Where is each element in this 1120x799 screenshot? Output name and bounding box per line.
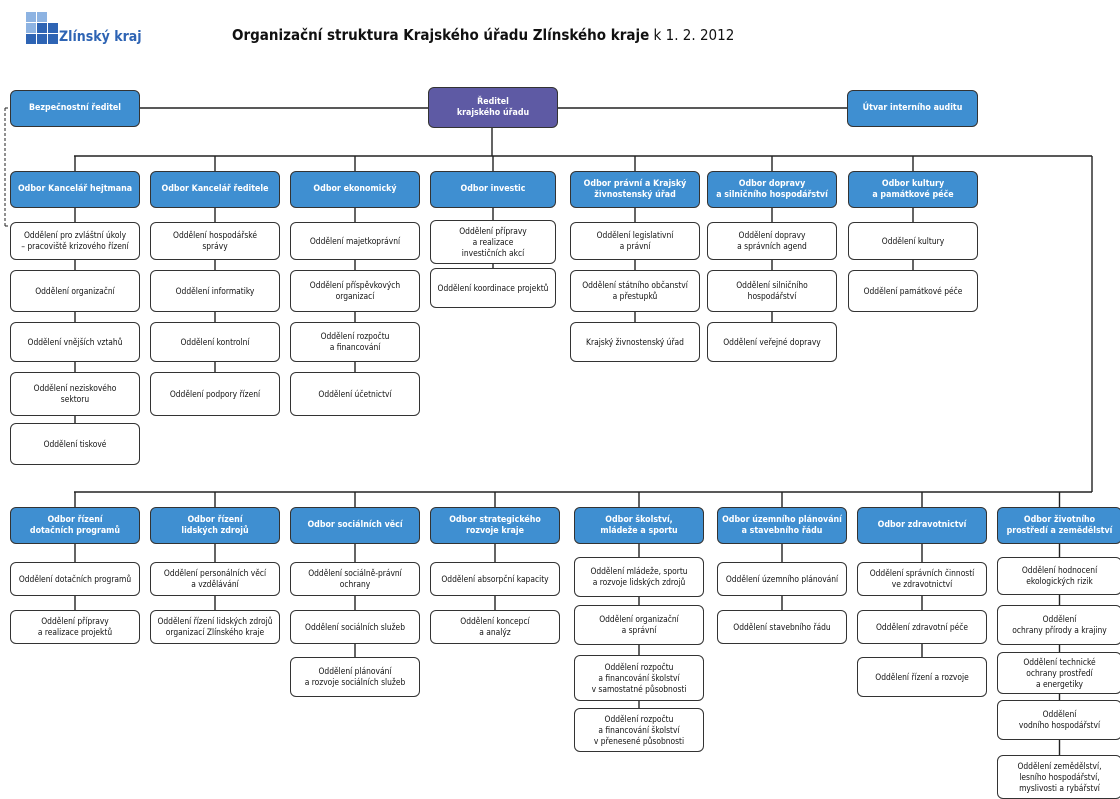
section-box: Oddělení rozpočtu a financování školství… (574, 708, 704, 752)
section-box: Oddělení územního plánování (717, 562, 847, 596)
section-box: Oddělení kultury (848, 222, 978, 260)
section-box: Oddělení legislativní a právní (570, 222, 700, 260)
section-box: Oddělení sociálních služeb (290, 610, 420, 644)
zlinsky-kraj-logo: Zlínský kraj (26, 12, 176, 48)
section-box: Oddělení koordinace projektů (430, 268, 556, 308)
section-box: Oddělení neziskového sektoru (10, 372, 140, 416)
logo-square-icon (26, 34, 36, 44)
logo-square-icon (37, 12, 47, 22)
section-box: Oddělení státního občanství a přestupků (570, 270, 700, 312)
department-header: Odbor sociálních věcí (290, 507, 420, 544)
section-box: Oddělení řízení a rozvoje (857, 657, 987, 697)
department-header: Odbor Kancelář ředitele (150, 171, 280, 208)
section-box: Oddělení stavebního řádu (717, 610, 847, 644)
logo-square-icon (26, 12, 36, 22)
section-box: Oddělení koncepcí a analýz (430, 610, 560, 644)
section-box: Oddělení plánování a rozvoje sociálních … (290, 657, 420, 697)
department-header: Odbor dopravy a silničního hospodářství (707, 171, 837, 208)
section-box: Oddělení správních činností ve zdravotni… (857, 562, 987, 596)
title-date: k 1. 2. 2012 (649, 26, 735, 44)
section-box: Oddělení řízení lidských zdrojů organiza… (150, 610, 280, 644)
section-box: Oddělení silničního hospodářství (707, 270, 837, 312)
section-box: Oddělení ochrany přírody a krajiny (997, 605, 1120, 645)
department-header: Odbor právní a Krajský živnostenský úřad (570, 171, 700, 208)
section-box: Oddělení zdravotní péče (857, 610, 987, 644)
section-box: Oddělení přípravy a realizace projektů (10, 610, 140, 644)
department-header: Odbor řízení lidských zdrojů (150, 507, 280, 544)
section-box: Oddělení organizační a správní (574, 605, 704, 645)
department-header: Odbor investic (430, 171, 556, 208)
section-box: Oddělení památkové péče (848, 270, 978, 312)
section-box: Oddělení rozpočtu a financování (290, 322, 420, 362)
section-box: Oddělení zemědělství, lesního hospodářst… (997, 755, 1120, 799)
department-header: Odbor Kancelář hejtmana (10, 171, 140, 208)
section-box: Oddělení hodnocení ekologických rizik (997, 557, 1120, 595)
section-box: Oddělení podpory řízení (150, 372, 280, 416)
section-box: Oddělení majetkoprávní (290, 222, 420, 260)
page-title: Organizační struktura Krajského úřadu Zl… (232, 26, 734, 44)
section-box: Oddělení vnějších vztahů (10, 322, 140, 362)
section-box: Oddělení pro zvláštní úkoly – pracoviště… (10, 222, 140, 260)
section-box: Krajský živnostenský úřad (570, 322, 700, 362)
department-header: Odbor územního plánování a stavebního řá… (717, 507, 847, 544)
department-header: Odbor ekonomický (290, 171, 420, 208)
section-box: Oddělení technické ochrany prostředí a e… (997, 652, 1120, 694)
logo-square-icon (48, 23, 58, 33)
section-box: Oddělení kontrolní (150, 322, 280, 362)
director-box: Ředitel krajského úřadu (428, 87, 558, 128)
department-header: Odbor školství, mládeže a sportu (574, 507, 704, 544)
logo-square-icon (37, 34, 47, 44)
section-box: Oddělení veřejné dopravy (707, 322, 837, 362)
section-box: Oddělení tiskové (10, 423, 140, 465)
section-box: Oddělení personálních věcí a vzdělávání (150, 562, 280, 596)
section-box: Oddělení příspěvkových organizací (290, 270, 420, 312)
section-box: Oddělení absorpční kapacity (430, 562, 560, 596)
section-box: Oddělení rozpočtu a financování školství… (574, 655, 704, 701)
section-box: Oddělení vodního hospodářství (997, 700, 1120, 740)
section-box: Oddělení mládeže, sportu a rozvoje lidsk… (574, 557, 704, 597)
section-box: Oddělení informatiky (150, 270, 280, 312)
section-box: Oddělení sociálně-právní ochrany (290, 562, 420, 596)
section-box: Oddělení přípravy a realizace investiční… (430, 220, 556, 264)
logo-text: Zlínský kraj (59, 29, 142, 45)
department-header: Odbor zdravotnictví (857, 507, 987, 544)
logo-square-icon (48, 34, 58, 44)
logo-square-icon (37, 23, 47, 33)
section-box: Oddělení účetnictví (290, 372, 420, 416)
logo-square-icon (26, 23, 36, 33)
department-header: Odbor kultury a památkové péče (848, 171, 978, 208)
title-main: Organizační struktura Krajského úřadu Zl… (232, 26, 650, 44)
internal-audit-box: Útvar interního auditu (847, 90, 978, 127)
section-box: Oddělení organizační (10, 270, 140, 312)
section-box: Oddělení dopravy a správních agend (707, 222, 837, 260)
security-director-box: Bezpečnostní ředitel (10, 90, 140, 127)
department-header: Odbor životního prostředí a zemědělství (997, 507, 1120, 544)
section-box: Oddělení dotačních programů (10, 562, 140, 596)
section-box: Oddělení hospodářské správy (150, 222, 280, 260)
department-header: Odbor řízení dotačních programů (10, 507, 140, 544)
department-header: Odbor strategického rozvoje kraje (430, 507, 560, 544)
